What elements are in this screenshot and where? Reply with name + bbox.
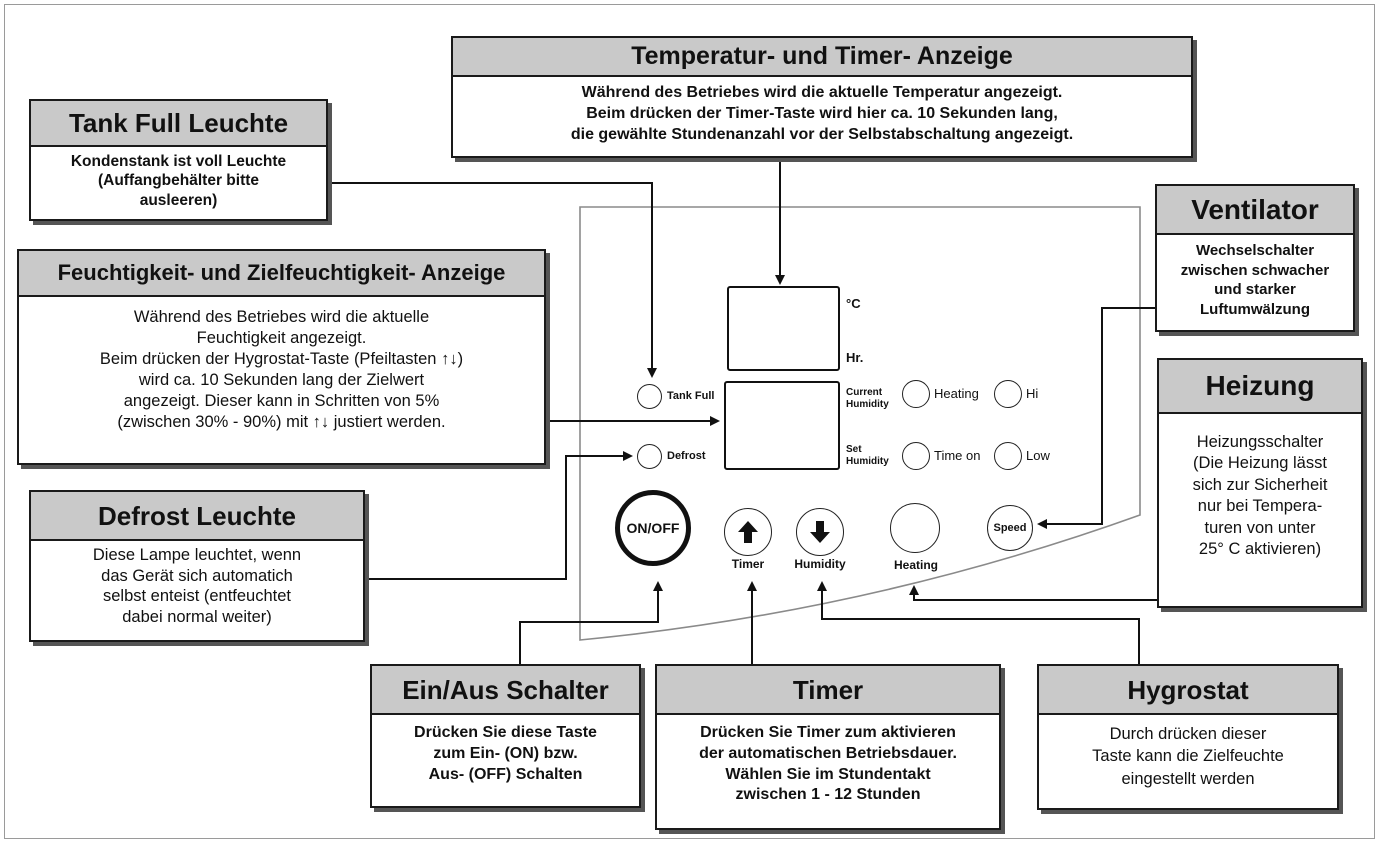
callout-hygrostat-title: Hygrostat (1039, 666, 1337, 715)
low-led (994, 442, 1022, 470)
callout-onoff-title: Ein/Aus Schalter (372, 666, 639, 715)
callout-tank-full: Tank Full Leuchte Kondenstank ist voll L… (29, 99, 328, 221)
callout-humidity: Feuchtigkeit- und Zielfeuchtigkeit- Anze… (17, 249, 546, 465)
callout-tank-full-title: Tank Full Leuchte (31, 101, 326, 147)
line-tank-full (327, 182, 657, 378)
line-onoff (519, 581, 663, 666)
unit-hours-label: Hr. (846, 350, 864, 365)
timer-button-label: Timer (731, 557, 765, 571)
tank-full-led (637, 384, 662, 409)
low-led-label: Low (1026, 448, 1050, 463)
arrow-down-icon (810, 521, 830, 543)
line-speed (1037, 307, 1157, 529)
callout-ventilator-text: Wechselschalter zwischen schwacher und s… (1180, 242, 1330, 318)
arrow-up-icon (738, 521, 758, 543)
defrost-led-label: Defrost (667, 450, 706, 462)
timer-up-button[interactable] (724, 508, 772, 556)
heating-button-label: Heating (893, 558, 938, 572)
diagram-frame (4, 4, 1375, 839)
unit-celsius-label: °C (846, 296, 861, 311)
speed-button[interactable]: Speed (987, 505, 1033, 551)
line-hygrostat (817, 581, 1140, 666)
heating-led (902, 380, 930, 408)
callout-temp-timer-text: Während des Betriebes wird die aktuelle … (570, 84, 1074, 143)
defrost-led (637, 444, 662, 469)
callout-defrost-text: Diese Lampe leuchtet, wenn das Gerät sic… (92, 546, 302, 626)
callout-hygrostat-text: Durch drücken dieser Taste kann die Ziel… (1092, 725, 1284, 788)
humidity-down-button[interactable] (796, 508, 844, 556)
onoff-button-label: ON/OFF (626, 520, 680, 536)
callout-timer-text: Drücken Sie Timer zum aktivieren der aut… (699, 724, 957, 804)
callout-ventilator-title: Ventilator (1157, 186, 1353, 235)
callout-onoff: Ein/Aus Schalter Drücken Sie diese Taste… (370, 664, 641, 808)
callout-hygrostat: Hygrostat Durch drücken dieser Taste kan… (1037, 664, 1339, 810)
callout-heizung-text: Heizungsschalter (Die Heizung lässt sich… (1192, 433, 1328, 559)
callout-temp-timer-title: Temperatur- und Timer- Anzeige (453, 38, 1191, 77)
callout-heizung: Heizung Heizungsschalter (Die Heizung lä… (1157, 358, 1363, 608)
callout-temp-timer: Temperatur- und Timer- Anzeige Während d… (451, 36, 1193, 158)
set-humidity-label: Set Humidity (846, 444, 889, 467)
tank-full-led-label: Tank Full (667, 390, 715, 402)
callout-onoff-text: Drücken Sie diese Taste zum Ein- (ON) bz… (414, 724, 597, 783)
callout-humidity-text: Während des Betriebes wird die aktuelle … (99, 308, 464, 431)
callout-ventilator: Ventilator Wechselschalter zwischen schw… (1155, 184, 1355, 332)
current-humidity-label: Current Humidity (846, 387, 889, 410)
callout-timer: Timer Drücken Sie Timer zum aktivieren d… (655, 664, 1001, 830)
line-defrost-led (365, 451, 633, 580)
panel-outline (579, 206, 1141, 641)
humidity-button-label: Humidity (794, 557, 846, 571)
hi-led-label: Hi (1026, 386, 1039, 401)
callout-tank-full-text: Kondenstank ist voll Leuchte (Auffangbeh… (70, 153, 287, 209)
line-heating (909, 585, 1158, 601)
onoff-button[interactable]: ON/OFF (615, 490, 691, 566)
heating-button[interactable] (890, 503, 940, 553)
humidity-display (724, 381, 840, 470)
time-on-led-label: Time on (934, 448, 981, 463)
callout-defrost-title: Defrost Leuchte (31, 492, 363, 541)
heating-led-label: Heating (934, 386, 979, 401)
callout-defrost: Defrost Leuchte Diese Lampe leuchtet, we… (29, 490, 365, 642)
speed-button-label: Speed (993, 522, 1027, 534)
hi-led (994, 380, 1022, 408)
callout-timer-title: Timer (657, 666, 999, 715)
callout-humidity-title: Feuchtigkeit- und Zielfeuchtigkeit- Anze… (19, 251, 544, 297)
time-on-led (902, 442, 930, 470)
temperature-timer-display (727, 286, 840, 371)
callout-heizung-title: Heizung (1159, 360, 1361, 414)
